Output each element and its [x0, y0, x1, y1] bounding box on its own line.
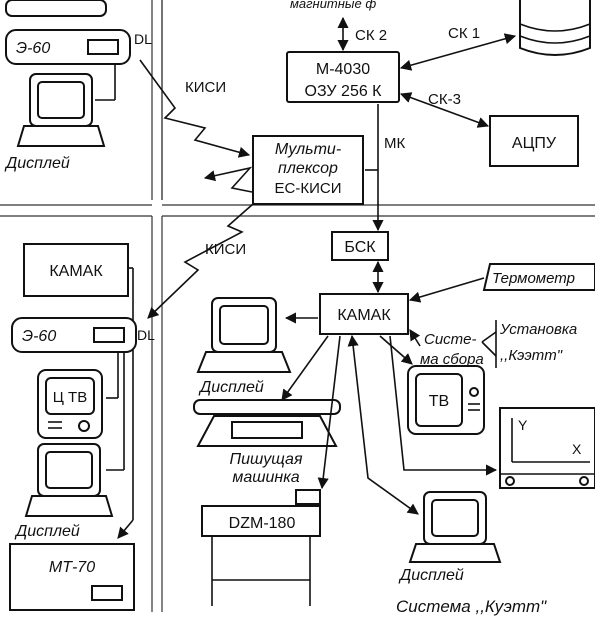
display-bottom-center-label: Дисплей — [398, 567, 464, 584]
thermometer-label: Термометр — [492, 270, 575, 287]
sbor-line1: Систе- — [424, 331, 477, 348]
bsk-label: БСК — [344, 239, 376, 256]
computer-m4030: М-4030 ОЗУ 256 К — [287, 52, 399, 102]
display-center: Дисплей — [198, 298, 290, 396]
plotter-x-label: X — [572, 441, 582, 457]
display-bottom-left: Дисплей — [14, 444, 112, 540]
e60-top-label: Э-60 — [16, 40, 50, 57]
link-dl-bottom: DL — [137, 327, 155, 343]
display-bottom-left-label: Дисплей — [14, 523, 80, 540]
plotter-dzm180: DZM-180 — [202, 490, 320, 606]
bsk-block: БСК — [332, 232, 388, 260]
terminal-e60-top: Э-60 — [6, 30, 130, 64]
install-line2: ,,Кээтт" — [500, 347, 563, 364]
ctv-label: Ц ТВ — [53, 389, 87, 406]
kamak-left: КАМАК — [24, 244, 128, 296]
data-collection-system: Систе- ма сбора — [420, 331, 496, 368]
display-top-left-label: Дисплей — [4, 155, 70, 172]
tv: ТВ — [408, 366, 484, 434]
top-cut-label: магнитные ф — [290, 0, 376, 11]
dzm-label: DZM-180 — [229, 515, 296, 532]
link-kisi-top: КИСИ — [185, 79, 226, 96]
installation: Установка ,,Кээтт" — [496, 320, 577, 368]
figure-caption: Система ,,Куэтт" — [396, 597, 547, 616]
link-kisi-bottom: КИСИ — [205, 241, 246, 258]
multiplexer-line2: плексор — [278, 160, 338, 177]
multiplexer: Мульти- плексор ЕС-КИСИ — [253, 136, 363, 204]
e60-bottom-label: Э-60 — [22, 328, 56, 345]
thermometer: Термометр — [484, 264, 595, 290]
mt70-device: МТ-70 — [10, 544, 134, 610]
multiplexer-line3: ЕС-КИСИ — [275, 180, 342, 197]
color-tv: Ц ТВ — [38, 370, 102, 438]
display-bottom-center: Дисплей — [398, 492, 500, 584]
display-top-left: Дисплей — [4, 74, 104, 172]
typewriter-line2: машинка — [232, 469, 299, 486]
link-sk3: СК-3 — [428, 91, 461, 108]
link-sk1: СК 1 — [448, 25, 480, 42]
xy-plotter: Y X — [500, 408, 595, 488]
display-center-label: Дисплей — [198, 379, 264, 396]
atspu-label: АЦПУ — [512, 135, 557, 152]
computer-model: М-4030 — [316, 61, 370, 78]
kamak-left-label: КАМАК — [49, 263, 103, 280]
multiplexer-line1: Мульти- — [275, 141, 341, 158]
typewriter: Пишущая машинка — [194, 400, 340, 486]
install-line1: Установка — [499, 321, 577, 338]
tv-label: ТВ — [429, 393, 449, 410]
plotter-y-label: Y — [518, 417, 528, 433]
typewriter-line1: Пишущая — [229, 451, 302, 468]
terminal-e60-bottom: Э-60 — [12, 318, 136, 352]
link-sk2: СК 2 — [355, 27, 387, 44]
link-mk: МК — [384, 135, 405, 152]
printer-atspu: АЦПУ — [490, 116, 578, 166]
kamak-center-label: КАМАК — [337, 307, 391, 324]
kamak-center: КАМАК — [320, 294, 408, 334]
computer-memory: ОЗУ 256 К — [305, 83, 383, 100]
disk-storage-icon — [520, 0, 590, 55]
mt70-label: МТ-70 — [49, 559, 95, 576]
link-dl-top: DL — [134, 31, 152, 47]
